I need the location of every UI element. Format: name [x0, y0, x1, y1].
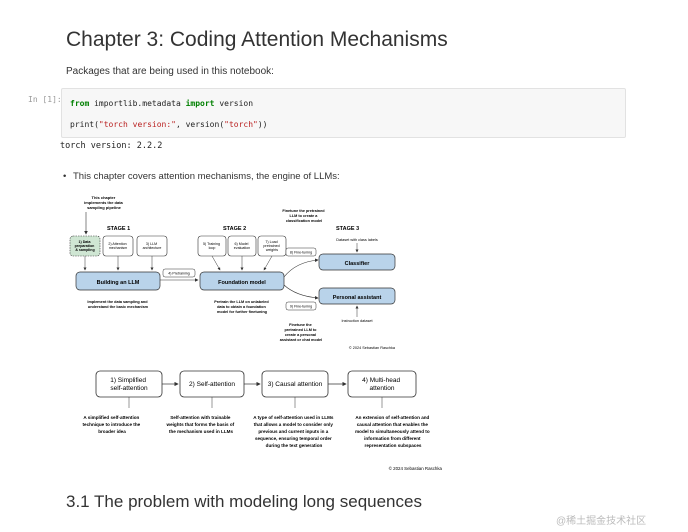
box-simplified-self-attention: [95, 370, 163, 398]
code-print-post: )): [257, 120, 268, 129]
step-architecture-label: 3) LLM architecture: [143, 242, 162, 250]
box-multi-head-attention: [347, 370, 417, 398]
import-name: version: [214, 99, 254, 108]
code-line-print: print("torch version:", version("torch")…: [70, 120, 268, 129]
code-print-pre: print(: [70, 120, 99, 129]
step-finetune-assistant-label: 9) Fine-tuning: [290, 305, 312, 309]
step-attention-label: 2) Attention mechanism: [108, 242, 127, 250]
chapter-title: Chapter 3: Coding Attention Mechanisms: [66, 28, 448, 51]
note-bottom-mid: Pretrain the LLM on unlabeled data to ob…: [214, 300, 270, 314]
code-cell[interactable]: from importlib.metadata import version p…: [61, 88, 626, 138]
caption-multi-head: An extension of self-attention and causa…: [355, 415, 431, 448]
figure2-copyright: © 2024 Sebastian Raschka: [389, 466, 443, 471]
code-line-import: from importlib.metadata import version: [70, 99, 253, 108]
caption-simplified: A simplified self-attention technique to…: [83, 415, 142, 434]
cell-output: torch version: 2.2.2: [60, 141, 163, 151]
watermark: @稀土掘金技术社区: [556, 516, 647, 527]
box-causal-attention-label: 3) Causal attention: [268, 381, 323, 388]
step-data-prep-label: 1) Data preparation & sampling: [75, 240, 96, 252]
note-top-left: This chapter implements the data samplin…: [84, 195, 124, 210]
stage3-label: STAGE 3: [336, 226, 359, 232]
stage2-label: STAGE 2: [223, 226, 246, 232]
intro-text: Packages that are being used in this not…: [66, 66, 274, 77]
box-multi-head-label: 4) Multi-head attention: [362, 377, 402, 392]
step-pretraining: [162, 268, 196, 278]
keyword-import: import: [185, 99, 215, 108]
note-bottom-left: Implement the data sampling and understa…: [87, 300, 148, 309]
building-llm-box: [75, 271, 161, 291]
note-finetune-top: Finetune the pretrained LLM to create a …: [282, 209, 325, 223]
code-string-2: "torch": [224, 120, 258, 129]
step-load-weights-label: 7) Load pretrained weights: [263, 240, 280, 252]
attention-variants-diagram: 1) Simplified self-attention 2) Self-att…: [83, 370, 443, 471]
code-print-mid: , version(: [175, 120, 225, 129]
step-pretraining-label: 4) Pretraining: [168, 272, 190, 276]
classifier-box: [318, 253, 396, 271]
code-string-1: "torch version:": [98, 120, 176, 129]
keyword-from: from: [70, 99, 90, 108]
module-name: importlib.metadata: [89, 99, 186, 108]
dataset-class-labels: Dataset with class labels: [336, 238, 378, 242]
step-data-prep: [69, 235, 101, 257]
personal-assistant-box: [318, 287, 396, 305]
caption-causal: A type of self-attention used in LLMs th…: [253, 415, 335, 448]
foundation-model-box: [199, 271, 285, 291]
personal-assistant-label: Personal assistant: [333, 295, 382, 301]
bullet-text: This chapter covers attention mechanisms…: [63, 171, 340, 182]
box-simplified-label: 1) Simplified self-attention: [110, 377, 148, 392]
step-training-loop-label: 5) Training loop: [203, 242, 221, 250]
llm-stages-diagram: This chapter implements the data samplin…: [69, 195, 396, 350]
building-llm-label: Building an LLM: [97, 280, 140, 286]
classifier-label: Classifier: [345, 261, 371, 267]
caption-self-attention: Self-attention with trainable weights th…: [166, 415, 236, 434]
instruction-dataset: Instruction dataset: [341, 319, 373, 323]
stage1-label: STAGE 1: [107, 226, 130, 232]
step-model-eval-label: 6) Model evaluation: [234, 242, 250, 250]
step-finetune-class-label: 8) Fine-tuning: [290, 251, 312, 255]
step-finetune-assistant: [285, 301, 317, 311]
foundation-model-label: Foundation model: [218, 280, 266, 286]
figure1-copyright: © 2024 Sebastian Raschka: [349, 346, 396, 350]
box-self-attention-label: 2) Self-attention: [189, 381, 235, 388]
step-finetune-class: [285, 247, 317, 257]
section-title: 3.1 The problem with modeling long seque…: [66, 492, 422, 511]
note-bottom-right: Finetune the pretrained LLM to create a …: [280, 323, 322, 342]
cell-prompt: In [1]:: [28, 95, 62, 104]
